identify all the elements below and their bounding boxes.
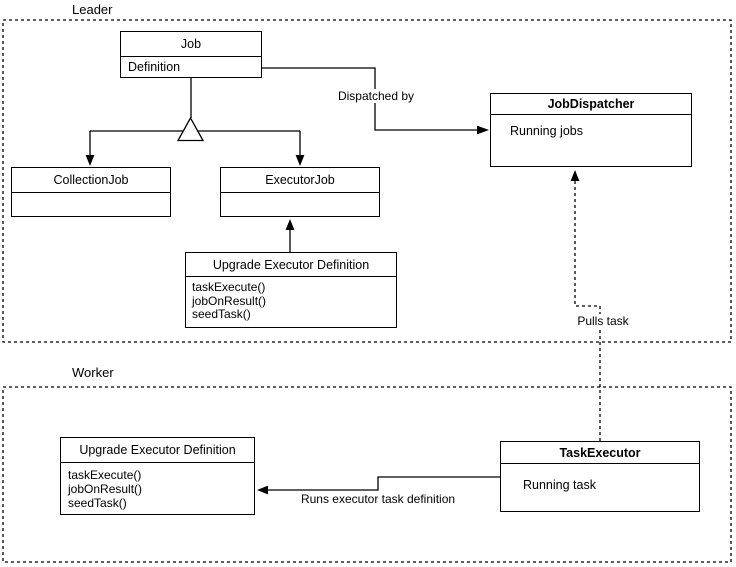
method-job-on-result: jobOnResult() [68, 482, 143, 496]
method-seed-task: seedTask() [192, 307, 251, 321]
class-jobdispatcher-title: JobDispatcher [491, 94, 691, 115]
class-executorjob-title: ExecutorJob [221, 168, 379, 193]
class-job-title: Job [121, 32, 261, 57]
class-executorjob: ExecutorJob [220, 167, 380, 217]
executorjob-arrowhead-icon [295, 155, 305, 166]
method-seed-task: seedTask() [68, 496, 127, 510]
class-upgrade-executor-definition-worker: Upgrade Executor Definition taskExecute(… [60, 437, 255, 515]
pulls-task-line [574, 181, 601, 441]
class-upgrade-executor-definition-worker-methods: taskExecute() jobOnResult() seedTask() [61, 463, 254, 510]
worker-region-label: Worker [72, 365, 114, 380]
class-taskexecutor-title: TaskExecutor [501, 442, 699, 464]
method-task-execute: taskExecute() [68, 468, 142, 482]
dispatched-by-edge-label: Dispatched by [335, 89, 417, 103]
class-collectionjob-body [12, 193, 170, 215]
inheritance-triangle-icon [176, 116, 205, 142]
definition-to-executorjob-arrowhead-icon [285, 219, 295, 230]
class-upgrade-executor-definition-leader-title: Upgrade Executor Definition [186, 253, 396, 277]
runs-executor-task-edge-label: Runs executor task definition [298, 492, 458, 506]
class-jobdispatcher-attribute: Running jobs [510, 124, 583, 138]
pulls-task-arrowhead-icon [570, 170, 580, 181]
dispatched-by-arrowhead-icon [477, 125, 489, 135]
class-collectionjob-title: CollectionJob [12, 168, 170, 193]
class-job-attribute: Definition [128, 59, 181, 74]
runs-executor-arrowhead-icon [257, 485, 268, 495]
class-upgrade-executor-definition-worker-title: Upgrade Executor Definition [61, 438, 254, 463]
leader-region-border [2, 19, 732, 343]
class-collectionjob: CollectionJob [11, 167, 171, 217]
runs-executor-line [268, 476, 500, 491]
worker-region-border [2, 386, 732, 563]
class-upgrade-executor-definition-leader-methods: taskExecute() jobOnResult() seedTask() [186, 277, 396, 322]
class-jobdispatcher: JobDispatcher Running jobs [490, 93, 692, 167]
method-task-execute: taskExecute() [192, 280, 266, 294]
method-job-on-result: jobOnResult() [192, 293, 267, 308]
pulls-task-edge-label: Pulls task [575, 314, 631, 328]
class-upgrade-executor-definition-leader: Upgrade Executor Definition taskExecute(… [185, 252, 397, 328]
collectionjob-arrowhead-icon [85, 155, 95, 166]
class-taskexecutor-attribute: Running task [523, 478, 596, 492]
class-taskexecutor: TaskExecutor Running task [500, 441, 700, 512]
class-job: Job Definition [120, 31, 262, 78]
class-executorjob-body [221, 193, 379, 215]
leader-region-label: Leader [72, 2, 113, 17]
